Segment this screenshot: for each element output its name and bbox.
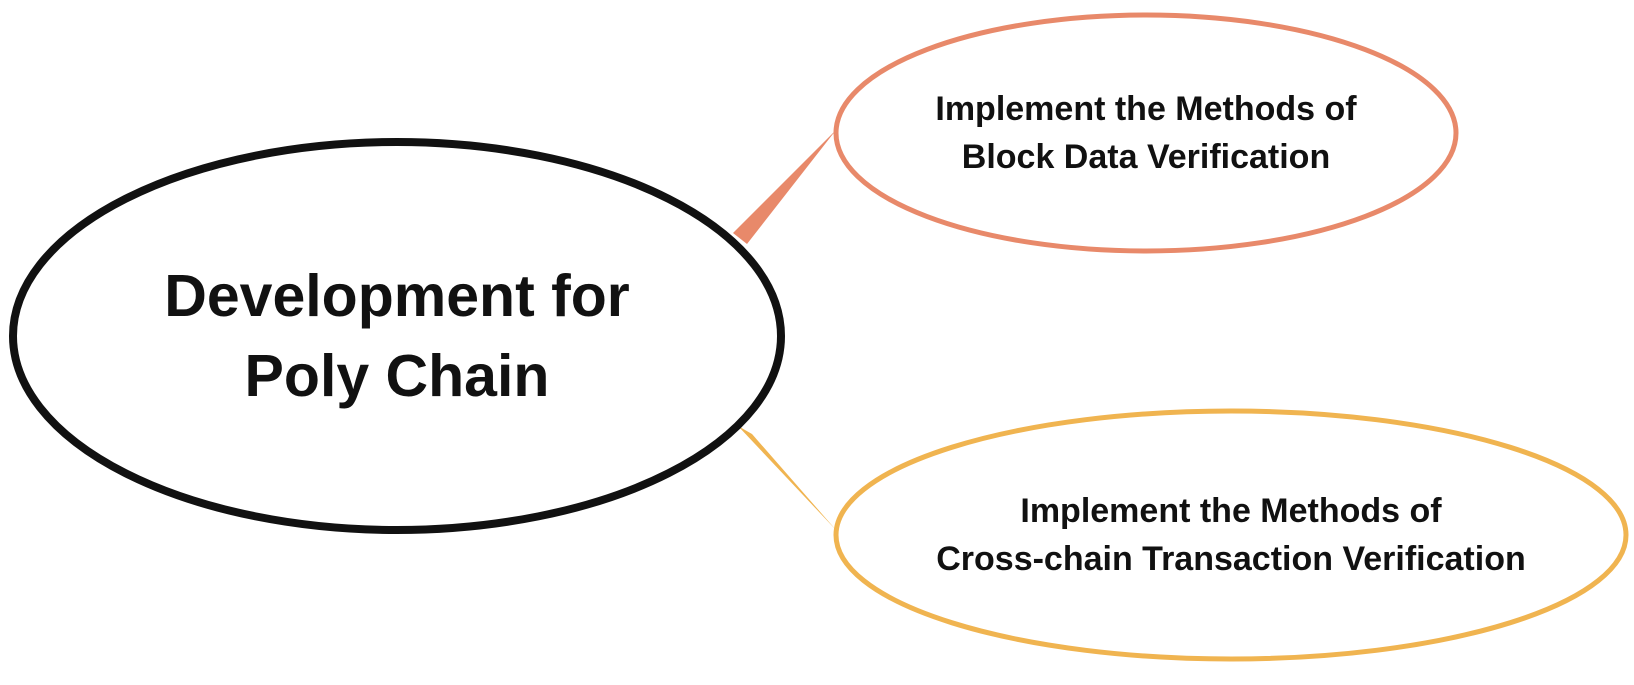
branch-1-label-line-1: Implement the Methods of — [935, 90, 1357, 128]
branch-2-label: Implement the Methods of Cross-chain Tra… — [871, 487, 1591, 583]
branch-1-label: Implement the Methods of Block Data Veri… — [876, 85, 1416, 181]
center-node-development-for-poly-chain[interactable] — [9, 138, 785, 534]
center-label-line-1: Development for — [164, 263, 630, 329]
branch-1-label-line-2: Block Data Verification — [961, 138, 1331, 176]
branch-node-cross-chain-verification[interactable] — [833, 408, 1629, 662]
center-node-label: Development for Poly Chain — [87, 256, 707, 416]
branch-2-label-line-1: Implement the Methods of — [1020, 492, 1442, 530]
connector-center-to-branch-1 — [733, 130, 836, 244]
branch-node-block-data-verification[interactable] — [833, 12, 1459, 254]
center-label-line-2: Poly Chain — [244, 343, 550, 409]
connector-center-to-branch-2 — [738, 426, 836, 530]
branch-2-label-line-2: Cross-chain Transaction Verification — [936, 540, 1526, 578]
